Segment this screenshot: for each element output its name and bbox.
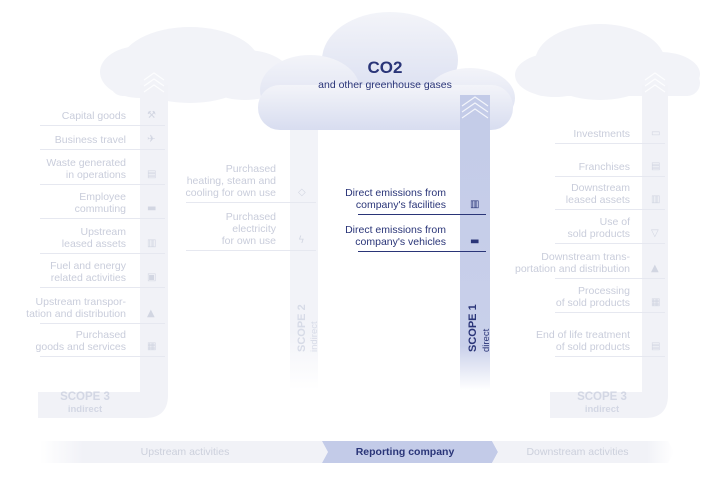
airplane-icon: ✈ xyxy=(147,134,156,145)
item-underline xyxy=(555,278,665,279)
item-underline xyxy=(186,250,316,251)
scope3-upstream-item: Purchased goods and services xyxy=(35,329,126,353)
scope3-downstream-item: Processing of sold products xyxy=(555,285,630,309)
band-reporting xyxy=(322,441,498,463)
item-underline xyxy=(40,125,165,126)
scope3-upstream-item: Fuel and energy related activities xyxy=(50,260,126,284)
item-underline xyxy=(40,253,165,254)
fuel-icon: ▣ xyxy=(147,272,157,283)
scope3-upstream-item: Employee commuting xyxy=(74,191,126,215)
item-underline xyxy=(186,202,316,203)
item-underline xyxy=(555,312,665,313)
tag-icon: ◇ xyxy=(298,187,306,198)
scope2-item: Purchased electricity for own use xyxy=(221,211,276,247)
item-underline xyxy=(40,218,165,219)
scope3-downstream-label: SCOPE 3 xyxy=(577,391,627,403)
item-underline xyxy=(555,176,665,177)
building-icon: ▥ xyxy=(470,199,480,210)
shirt-icon: ▽ xyxy=(651,228,659,239)
scope2-pillar xyxy=(290,100,318,390)
lightning-icon: ϟ xyxy=(298,235,305,246)
scope3-downstream-sub: indirect xyxy=(584,404,620,415)
scope3-upstream-item: Business travel xyxy=(54,134,126,146)
item-underline xyxy=(40,287,165,288)
store-icon: ▤ xyxy=(651,161,661,172)
scope3-downstream-item: Investments xyxy=(573,128,630,140)
band-downstream-label: Downstream activities xyxy=(526,446,629,458)
scope1-item: Direct emissions from company's vehicles xyxy=(345,224,446,248)
building-icon: ▥ xyxy=(651,194,661,205)
bin-icon: ▤ xyxy=(147,169,157,180)
scope3-downstream-item: Downstream leased assets xyxy=(565,182,630,206)
scope3-downstream-item: Downstream trans- portation and distribu… xyxy=(515,251,630,275)
truck-icon: ▲ xyxy=(651,263,659,274)
scope3-upstream-sub: indirect xyxy=(67,404,103,415)
building-icon: ▥ xyxy=(147,238,157,249)
item-underline xyxy=(555,243,665,244)
scope2-sub: indirect xyxy=(309,321,320,352)
item-underline xyxy=(40,184,165,185)
scope1-pillar xyxy=(460,95,490,390)
scope3-downstream-item: Franchises xyxy=(578,161,630,173)
scope3-upstream-shape xyxy=(38,85,168,418)
band-downstream xyxy=(492,441,674,463)
band-upstream-label: Upstream activities xyxy=(140,446,230,458)
item-underline xyxy=(555,143,665,144)
item-underline xyxy=(40,323,165,324)
item-underline xyxy=(555,356,665,357)
right-cloud xyxy=(515,24,700,100)
scope3-downstream-shape xyxy=(550,85,668,418)
scope3-upstream-item: Upstream transpor- tation and distributi… xyxy=(26,296,126,320)
car-icon: ▬ xyxy=(147,203,157,214)
factory-icon: ▦ xyxy=(147,341,157,352)
scope2-item: Purchased heating, steam and cooling for… xyxy=(185,163,276,199)
tools-icon: ⚒ xyxy=(147,110,156,121)
band-reporting-label: Reporting company xyxy=(355,446,455,458)
item-underline xyxy=(358,214,486,215)
scope1-item: Direct emissions from company's faciliti… xyxy=(345,187,446,211)
item-underline xyxy=(40,149,165,150)
wallet-icon: ▭ xyxy=(651,128,661,139)
scope3-upstream-item: Capital goods xyxy=(61,110,126,122)
cloud-subtitle: and other greenhouse gases xyxy=(318,79,452,91)
bin-icon: ▤ xyxy=(651,341,661,352)
scope3-upstream-item: Upstream leased assets xyxy=(61,226,126,250)
car-icon: ▬ xyxy=(470,236,480,247)
scope3-upstream-label: SCOPE 3 xyxy=(60,391,110,403)
item-underline xyxy=(358,251,486,252)
factory-icon: ▦ xyxy=(651,297,661,308)
scope3-upstream-item: Waste generated in operations xyxy=(46,157,126,181)
item-underline xyxy=(40,356,165,357)
band-upstream xyxy=(40,441,328,463)
item-underline xyxy=(555,209,665,210)
scope3-downstream-item: Use of sold products xyxy=(567,216,630,240)
scope3-downstream-item: End of life treatment of sold products xyxy=(536,329,630,353)
truck-icon: ▲ xyxy=(147,308,155,319)
cloud-title: CO2 xyxy=(367,58,403,77)
